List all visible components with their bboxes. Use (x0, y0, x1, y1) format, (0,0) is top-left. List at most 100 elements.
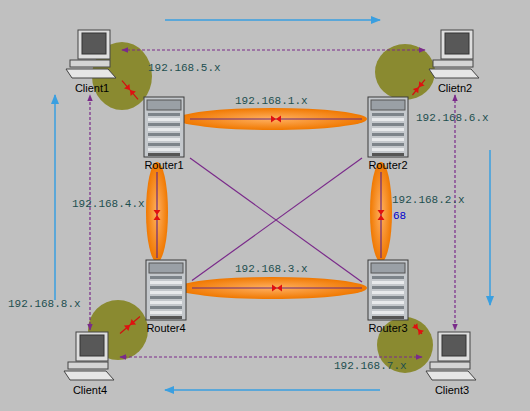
link-marker (124, 319, 136, 331)
router-chassis (368, 97, 408, 157)
subnet-label: 192.168.3.x (235, 263, 308, 276)
node-label: Clietn2 (425, 82, 485, 95)
monitor-frame (438, 332, 470, 361)
link-marker (378, 210, 385, 220)
subnet-label: 192.168.6.x (416, 112, 489, 125)
router-slot (150, 291, 182, 294)
monitor-screen (80, 335, 104, 356)
ring-connector (120, 356, 422, 357)
link-ellipse (146, 162, 168, 262)
client-node: Client4 (60, 330, 120, 397)
router-slot (372, 281, 404, 284)
monitor-frame (76, 332, 108, 361)
router-icon (138, 95, 190, 159)
node-label: Client4 (60, 384, 120, 397)
router-slot (148, 118, 180, 121)
router-foot (150, 316, 182, 319)
link-marker (272, 285, 282, 292)
router-slot (372, 296, 404, 299)
ring-connector (122, 49, 425, 50)
keyboard (66, 69, 116, 78)
link-ellipse (177, 108, 367, 130)
link-ellipse (370, 162, 392, 262)
router-slot (372, 118, 404, 121)
router-icon (362, 258, 414, 322)
node-label: Router4 (140, 322, 192, 335)
router-foot (372, 316, 404, 319)
network-link (122, 81, 138, 100)
router-chassis (146, 260, 186, 320)
network-link (412, 80, 425, 95)
router-foot (372, 153, 404, 156)
computer-base (433, 60, 473, 67)
monitor-frame (441, 30, 473, 59)
router-foot (148, 153, 180, 156)
router-panel (147, 100, 181, 110)
keyboard (429, 69, 479, 78)
router-slot (148, 133, 180, 136)
link-ellipse (177, 277, 367, 299)
router-chassis (368, 260, 408, 320)
network-link (190, 158, 362, 282)
computer-icon (422, 330, 482, 384)
router-slot (148, 128, 180, 131)
keyboard (426, 371, 476, 380)
client-node: Client1 (62, 28, 122, 95)
client-node: Clietn2 (425, 28, 485, 95)
subnet-label: 192.168.7.x (334, 360, 407, 373)
router-slot (372, 276, 404, 279)
router-slot (150, 276, 182, 279)
ring-connector (89, 95, 90, 330)
network-link (120, 316, 140, 333)
router-slot (150, 296, 182, 299)
router-node: Router4 (140, 258, 192, 335)
link-marker (124, 84, 136, 96)
monitor-screen (445, 33, 469, 54)
router-slot (372, 123, 404, 126)
computer-icon (425, 28, 485, 82)
router-slot (148, 113, 180, 116)
computer-base (430, 362, 470, 369)
flow-arrow (54, 95, 56, 300)
router-slot (372, 128, 404, 131)
router-slot (372, 301, 404, 304)
router-slot (150, 286, 182, 289)
link-marker (413, 81, 425, 93)
monitor-frame (78, 30, 110, 59)
node-label: Router3 (362, 322, 414, 335)
router-slot (148, 148, 180, 151)
router-slot (150, 301, 182, 304)
router-slot (372, 138, 404, 141)
computer-base (68, 362, 108, 369)
computer-icon (60, 330, 120, 384)
router-chassis (144, 97, 184, 157)
flow-arrow (165, 389, 380, 391)
router-slot (372, 306, 404, 309)
callout-number: 68 (393, 210, 406, 223)
router-slot (150, 306, 182, 309)
router-panel (149, 263, 183, 273)
router-slot (372, 286, 404, 289)
monitor-screen (82, 33, 106, 54)
router-node: Router2 (362, 95, 414, 172)
router-panel (371, 100, 405, 110)
keyboard (64, 371, 114, 380)
router-slot (148, 123, 180, 126)
node-label: Router2 (362, 159, 414, 172)
network-link (192, 158, 362, 281)
subnet-label: 192.168.8.x (8, 298, 81, 311)
link-marker (271, 116, 281, 123)
ring-connector (454, 95, 455, 330)
router-node: Router3 (362, 258, 414, 335)
router-panel (371, 263, 405, 273)
node-label: Router1 (138, 159, 190, 172)
router-slot (150, 311, 182, 314)
router-slot (372, 143, 404, 146)
subnet-label: 192.168.4.x (72, 198, 145, 211)
router-slot (372, 311, 404, 314)
router-slot (372, 133, 404, 136)
router-slot (372, 148, 404, 151)
router-slot (150, 281, 182, 284)
computer-base (70, 60, 110, 67)
